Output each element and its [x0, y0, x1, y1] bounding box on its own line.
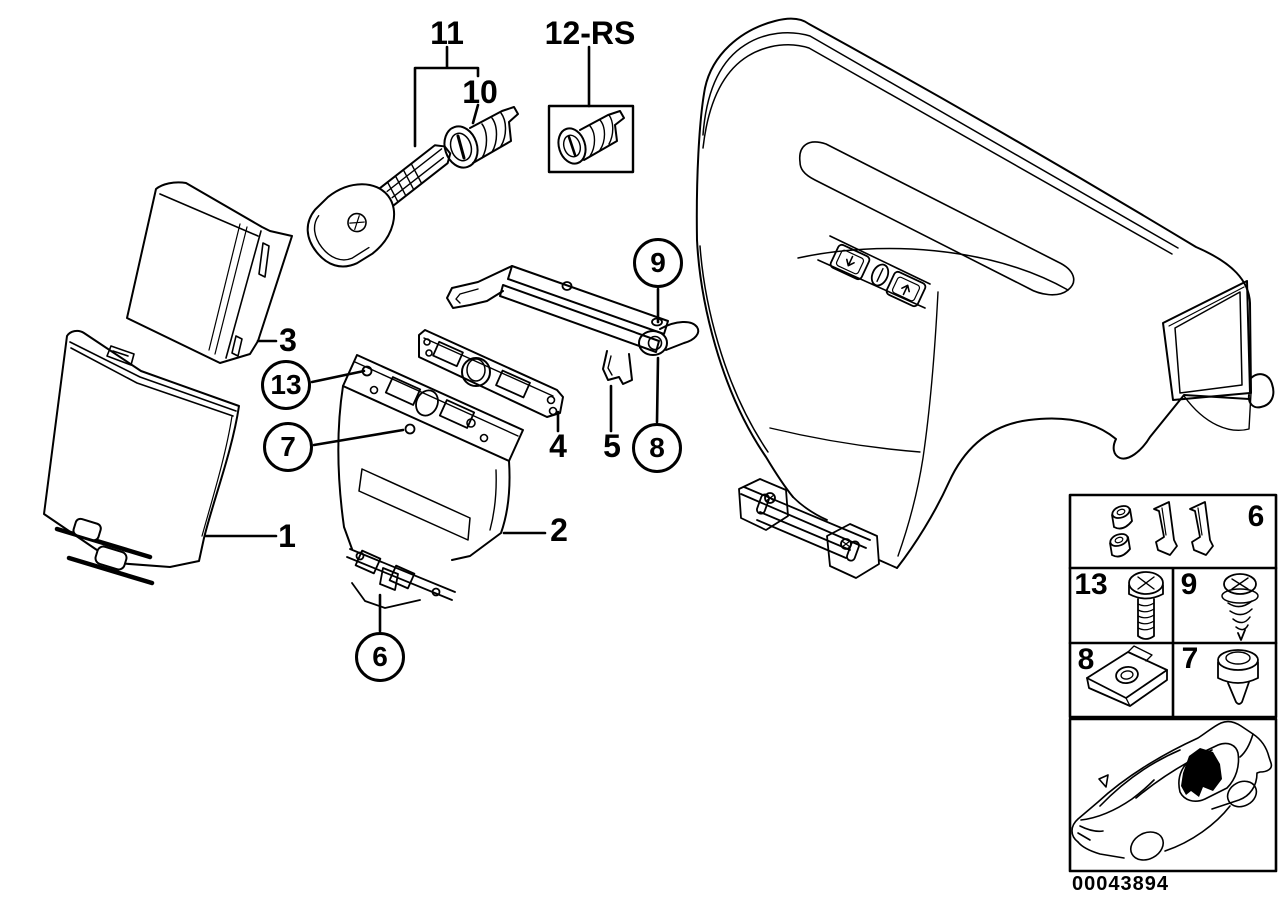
callout-12rs[interactable]: 12-RS	[544, 15, 636, 51]
clip-hole-7	[404, 423, 416, 435]
rear-console-drawing	[695, 17, 1275, 579]
rear-opening-frame	[1162, 280, 1251, 401]
part-location-marker	[1181, 748, 1222, 797]
callout-11[interactable]: 11	[430, 15, 464, 51]
cover-part3-drawing	[126, 181, 293, 364]
grommets-and-clips-icon	[1109, 501, 1214, 558]
expanding-rivet-icon	[1217, 649, 1259, 705]
key-drawing	[306, 144, 452, 268]
lid-release-button-down	[829, 243, 871, 281]
callout-10[interactable]: 10	[462, 74, 498, 110]
callout-4[interactable]: 4	[549, 428, 567, 464]
tapping-screw-icon	[1221, 573, 1259, 641]
key-emblem-icon	[347, 212, 367, 233]
callout-leader-10	[471, 103, 480, 125]
leader-lines	[204, 45, 660, 633]
legend-label-8: 8	[1077, 643, 1095, 676]
callout-leader-7	[312, 428, 405, 447]
legend-label-9: 9	[1180, 568, 1198, 601]
12rs-box	[547, 104, 635, 174]
callout-leader-8	[655, 356, 660, 424]
car-location-box	[1068, 717, 1278, 873]
legend-label-13: 13	[1074, 568, 1108, 601]
lid-release-button-up	[885, 270, 927, 308]
cover-part1-drawing	[43, 329, 240, 586]
arrow-up-icon	[901, 284, 911, 296]
part2-bottom-bracket	[346, 548, 456, 609]
screw-boss-9	[651, 317, 663, 327]
callout-7[interactable]: 7	[263, 422, 313, 472]
car-silhouette-icon	[1071, 720, 1273, 861]
arrow-down-icon	[845, 255, 855, 267]
lock-keyhole	[870, 263, 890, 287]
callout-leader-13	[310, 369, 366, 384]
callout-leader-11	[413, 45, 480, 148]
callout-13[interactable]: 13	[261, 360, 311, 410]
legend-box	[1068, 493, 1278, 719]
frame-pivot	[638, 330, 668, 356]
callout-6[interactable]: 6	[355, 632, 405, 682]
callout-2[interactable]: 2	[550, 512, 568, 548]
cover-part1-rods	[54, 517, 155, 586]
legend-label-7: 7	[1181, 642, 1199, 675]
callout-3[interactable]: 3	[279, 322, 297, 358]
support-frame-part5-drawing	[446, 265, 700, 385]
screw-hole-13	[361, 365, 373, 377]
switch-panel	[829, 243, 927, 308]
callout-9[interactable]: 9	[633, 238, 683, 288]
legend-label-6: 6	[1247, 500, 1265, 533]
machine-screw-icon	[1128, 571, 1164, 640]
callout-1[interactable]: 1	[278, 518, 296, 554]
console-feet	[738, 478, 898, 579]
callout-5[interactable]: 5	[603, 428, 621, 464]
bracket-part4-drawing	[418, 329, 564, 418]
console-housing-part2-drawing	[337, 354, 524, 609]
clip-nut-icon	[1086, 645, 1168, 707]
bracket-boss	[461, 357, 491, 387]
lock-cylinder-12rs-drawing	[547, 104, 635, 174]
lock-cylinder-10-drawing	[443, 106, 519, 169]
drawing-number: 00043894	[1072, 873, 1169, 895]
callout-8[interactable]: 8	[632, 423, 682, 473]
